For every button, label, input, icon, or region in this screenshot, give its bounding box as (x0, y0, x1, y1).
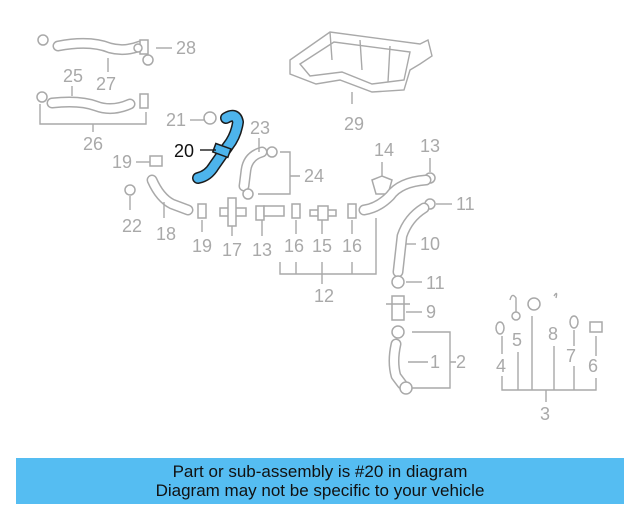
info-banner: Part or sub-assembly is #20 in diagram D… (16, 458, 624, 504)
lower-hose-group: 9 1 2 (386, 295, 466, 395)
callout-12: 12 (314, 286, 334, 306)
callout-17: 17 (222, 240, 242, 260)
callout-14: 14 (374, 140, 394, 160)
callout-22: 22 (122, 216, 142, 236)
callout-4: 4 (496, 356, 506, 376)
hose-23-24: 23 24 (238, 118, 324, 200)
callout-28: 28 (176, 38, 196, 58)
callout-5: 5 (512, 330, 522, 350)
callout-18: 18 (156, 224, 176, 244)
callout-25: 25 (63, 66, 83, 86)
callout-3: 3 (540, 404, 550, 424)
banner-line-1: Part or sub-assembly is #20 in diagram (172, 462, 468, 481)
upper-hose-group: 28 27 25 26 (36, 34, 196, 154)
callout-16a: 16 (284, 236, 304, 256)
parts-diagram: 28 27 25 26 29 20 21 (36, 31, 603, 424)
callout-1: 1 (430, 352, 440, 372)
callout-26: 26 (83, 134, 103, 154)
banner-line-2: Diagram may not be specific to your vehi… (155, 481, 485, 500)
callout-11a: 11 (456, 194, 475, 214)
callout-9: 9 (426, 302, 436, 322)
callout-23: 23 (250, 118, 270, 138)
callout-16b: 16 (342, 236, 362, 256)
callout-27: 27 (96, 74, 116, 94)
callout-15: 15 (312, 236, 332, 256)
small-parts-group: 5 8 4 7 6 3 (495, 292, 603, 424)
callout-21: 21 (166, 110, 186, 130)
callout-13a: 13 (252, 240, 272, 260)
callout-8: 8 (548, 324, 558, 344)
hose-18-group: 19 22 18 (112, 152, 194, 244)
callout-24: 24 (304, 166, 324, 186)
callout-11b: 11 (426, 273, 445, 293)
callout-19a: 19 (112, 152, 132, 172)
callout-13b: 13 (420, 136, 440, 156)
connector-row: 19 17 13 16 15 16 12 (192, 197, 377, 306)
callout-6: 6 (588, 356, 598, 376)
callout-2: 2 (456, 352, 466, 372)
callout-19b: 19 (192, 236, 212, 256)
callout-10: 10 (420, 234, 440, 254)
callout-20: 20 (174, 141, 194, 161)
callout-29: 29 (344, 114, 364, 134)
callout-7: 7 (566, 346, 576, 366)
right-hose-group: 14 13 11 10 11 (358, 136, 475, 293)
part-20-hose[interactable]: 20 (174, 109, 244, 184)
frame-bracket: 29 (289, 31, 433, 134)
clamp-21: 21 (166, 110, 217, 130)
